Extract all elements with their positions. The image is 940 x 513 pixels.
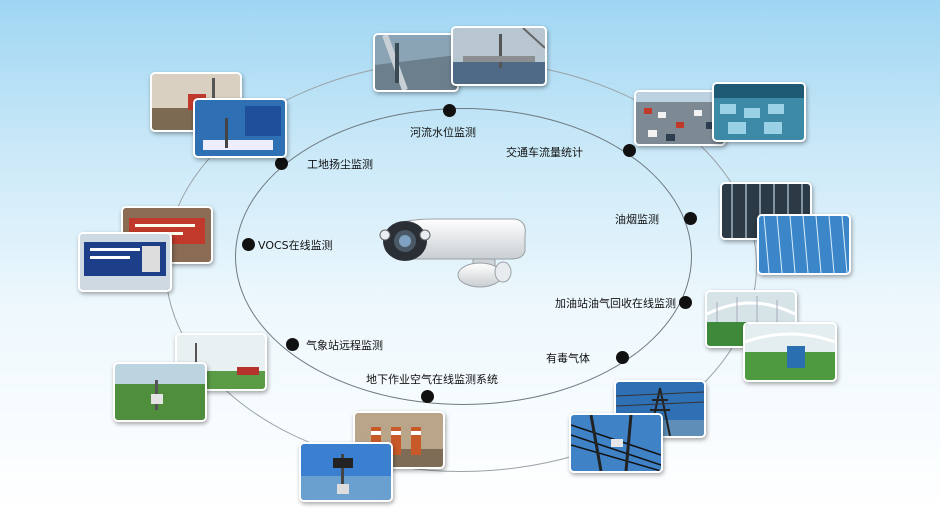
- underground-station-photo-2: [299, 442, 393, 502]
- label-vocs: VOCS在线监测: [258, 239, 333, 252]
- power-line-photo-2: [569, 413, 663, 473]
- vocs-display-photo-2: [78, 232, 172, 292]
- construction-dust-photo-2: [193, 98, 287, 158]
- traffic-photo: [634, 90, 726, 146]
- river-level-photo: [373, 33, 459, 92]
- label-underground: 地下作业空气在线监测系统: [366, 373, 498, 386]
- node-dot-traffic: [622, 143, 636, 157]
- label-weather: 气象站远程监测: [306, 339, 383, 352]
- node-dot-fume: [683, 211, 697, 225]
- label-fume: 油烟监测: [615, 213, 659, 226]
- inner-ring: [235, 108, 692, 405]
- node-dot-gas-station: [678, 295, 692, 309]
- river-level-photo-2: [451, 26, 547, 86]
- label-gas-station: 加油站油气回收在线监测: [555, 297, 676, 310]
- traffic-photo-2: [712, 82, 806, 142]
- node-dot-weather: [285, 337, 299, 351]
- label-river: 河流水位监测: [410, 126, 476, 139]
- weather-station-photo-2: [113, 362, 207, 422]
- node-dot-river: [442, 103, 456, 117]
- label-traffic: 交通车流量统计: [506, 146, 583, 159]
- node-dot-vocs: [241, 237, 255, 251]
- surveillance-camera-icon: [375, 215, 530, 290]
- node-dot-toxic: [615, 350, 629, 364]
- greenhouse-photo-2: [743, 322, 837, 382]
- label-dust: 工地扬尘监测: [307, 158, 373, 171]
- oil-fume-photo-2: [757, 214, 851, 275]
- node-dot-dust: [274, 156, 288, 170]
- node-dot-underground: [420, 389, 434, 403]
- label-toxic: 有毒气体: [546, 352, 590, 365]
